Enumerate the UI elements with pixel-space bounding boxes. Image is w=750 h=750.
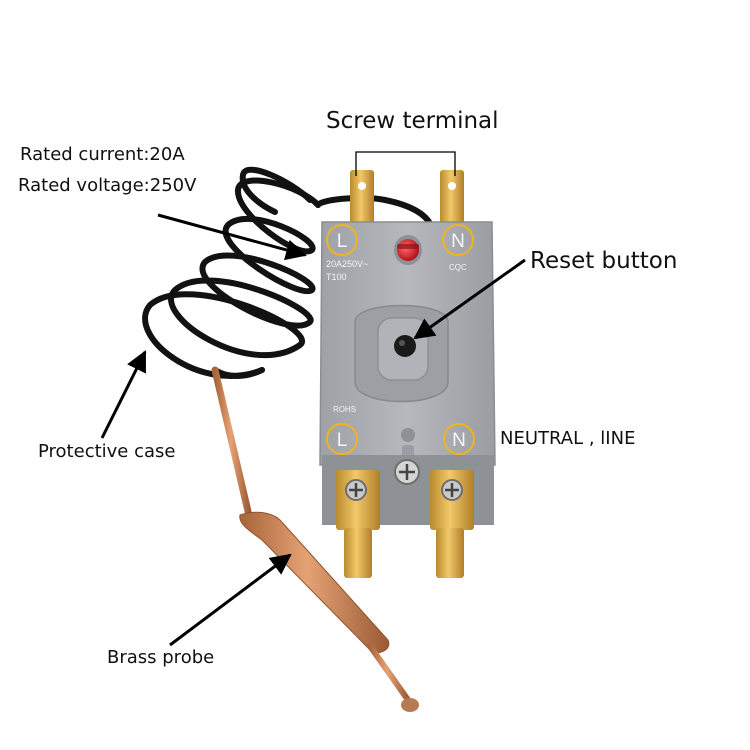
- marking-rating: 20A250V~: [326, 259, 368, 269]
- screw-terminal-label: Screw terminal: [326, 108, 499, 134]
- reset-button-label: Reset button: [530, 248, 678, 274]
- arrow-protective-case: [100, 350, 147, 439]
- marking-cqc: CQC: [449, 263, 467, 272]
- annotation-arrows: [100, 213, 526, 647]
- arrow-rated-current: [157, 213, 308, 261]
- marking-l-bottom: L: [337, 430, 348, 451]
- marking-n-top: N: [451, 231, 465, 252]
- arrow-reset-button: [413, 258, 526, 340]
- marking-l-top: L: [337, 231, 348, 252]
- neutral-line-label: NEUTRAL , lINE: [500, 428, 636, 449]
- arrow-brass-probe: [169, 553, 292, 647]
- rated-current-label: Rated current:20A: [20, 144, 185, 165]
- capillary-probe: [211, 366, 419, 712]
- terminal-markers: [326, 224, 475, 455]
- bottom-terminals: [322, 455, 494, 578]
- thermostat-body: [319, 221, 496, 466]
- marking-n-bottom: N: [452, 430, 466, 451]
- case-markings: L N L N 20A250V~ T100 CQC ROHS: [326, 231, 467, 451]
- rated-voltage-label: Rated voltage:250V: [18, 175, 197, 196]
- brass-probe-label: Brass probe: [107, 647, 215, 668]
- screw-terminal-bracket: [355, 151, 456, 176]
- protective-case-label: Protective case: [38, 441, 176, 462]
- marking-rohs: ROHS: [333, 405, 356, 414]
- marking-temp: T100: [326, 272, 347, 282]
- top-terminals: [350, 170, 464, 228]
